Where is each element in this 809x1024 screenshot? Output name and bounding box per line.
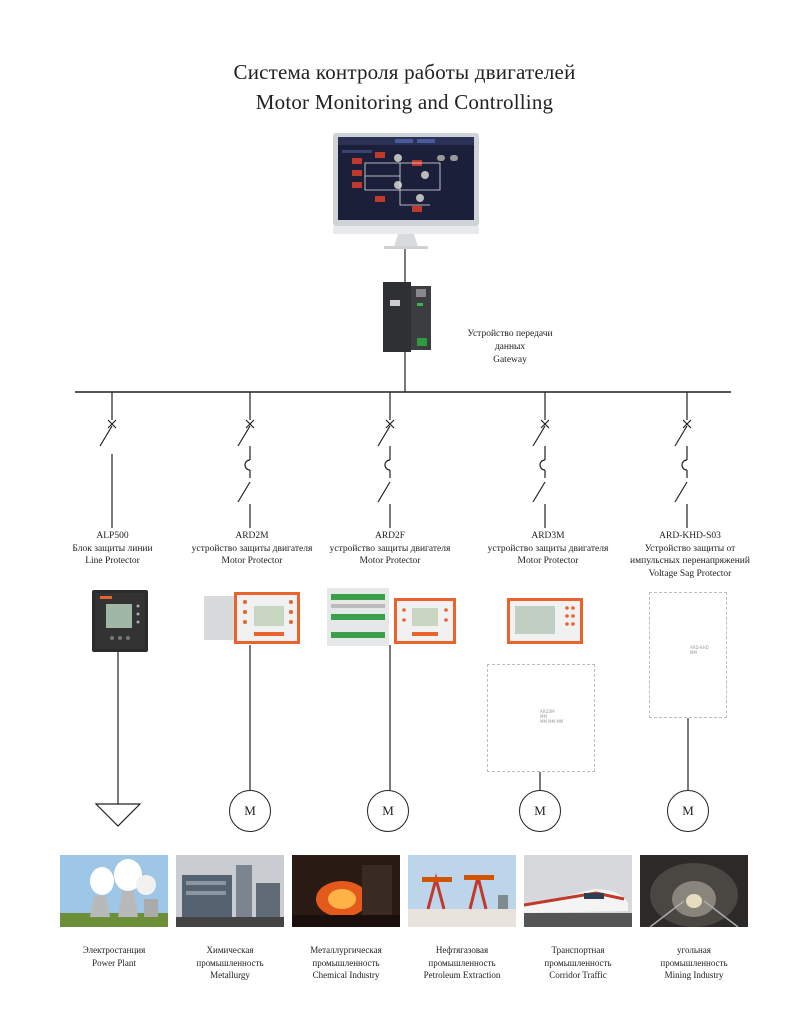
switch-blade <box>99 425 113 447</box>
contactor-blade <box>674 481 688 503</box>
ard2f-display-icon <box>394 598 456 649</box>
switch-blade <box>237 425 251 447</box>
metallurgy-plant-photo <box>176 855 284 927</box>
oil-pump-photo <box>408 855 516 927</box>
gateway-device-icon <box>383 249 431 352</box>
breaker-x <box>245 419 255 429</box>
thermal-relay <box>539 459 546 471</box>
thermal-relay <box>244 459 251 471</box>
ard2f-module-icon <box>327 588 389 651</box>
breaker-x <box>107 419 117 429</box>
gateway-label: Устройство передачи данных Gateway <box>467 329 553 365</box>
thermal-relay <box>384 459 391 471</box>
coal-mine-tunnel-photo <box>640 855 748 927</box>
thermal-relay <box>681 459 688 471</box>
switch-blade <box>377 425 391 447</box>
title-english: Motor Monitoring and Controlling <box>255 90 554 114</box>
motor-symbol: M <box>229 790 271 832</box>
alp500-meter-icon <box>92 590 148 657</box>
steel-furnace-photo <box>292 855 400 927</box>
motor-symbol: M <box>367 790 409 832</box>
ard3m-device-icon <box>507 598 583 649</box>
contactor-blade <box>532 481 546 503</box>
power-plant-photo <box>60 855 168 927</box>
breaker-x <box>682 419 692 429</box>
ard2m-device-icon <box>204 592 300 649</box>
ground-symbol <box>94 803 142 827</box>
switch-blade <box>532 425 546 447</box>
motor-symbol: M <box>667 790 709 832</box>
breaker-x <box>540 419 550 429</box>
title-russian: Система контроля работы двигателей <box>233 60 576 84</box>
switch-blade <box>674 425 688 447</box>
contactor-blade <box>237 481 251 503</box>
contactor-blade <box>377 481 391 503</box>
high-speed-train-photo <box>524 855 632 927</box>
monitor-icon <box>333 133 479 249</box>
breaker-x <box>385 419 395 429</box>
motor-symbol: M <box>519 790 561 832</box>
